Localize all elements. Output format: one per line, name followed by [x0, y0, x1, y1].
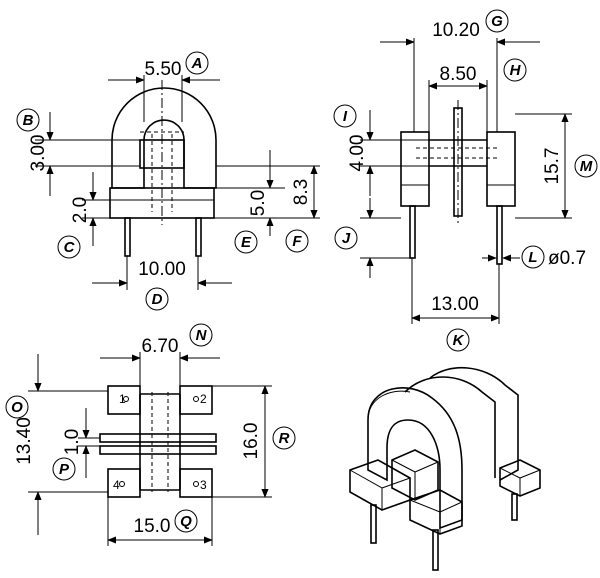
- svg-text:L: L: [528, 249, 537, 266]
- svg-text:B: B: [23, 112, 34, 129]
- label-h: H: [503, 58, 527, 82]
- dim-q-value: 15.0: [134, 516, 171, 537]
- dim-h-value: 8.50: [440, 64, 477, 85]
- label-j: J: [334, 226, 358, 250]
- svg-text:O: O: [11, 399, 23, 416]
- dim-k-value: 13.00: [431, 294, 479, 315]
- side-view: [360, 38, 572, 324]
- svg-text:F: F: [292, 233, 302, 250]
- label-k: K: [446, 328, 470, 352]
- svg-text:H: H: [510, 62, 522, 79]
- svg-text:D: D: [152, 291, 163, 308]
- dim-b-value: 3.00: [28, 135, 49, 172]
- svg-text:I: I: [343, 108, 348, 125]
- label-r: R: [272, 426, 296, 450]
- svg-text:N: N: [196, 327, 208, 344]
- svg-text:M: M: [580, 158, 593, 175]
- dim-p-value: 1.0: [62, 429, 83, 455]
- pin-3-label: 3: [200, 478, 207, 492]
- dim-g-value: 10.20: [432, 20, 480, 41]
- label-g: G: [485, 9, 509, 33]
- bottom-view: [28, 352, 272, 546]
- dim-n-value: 6.70: [142, 336, 179, 357]
- dim-d-value: 10.00: [138, 259, 186, 280]
- label-d: D: [145, 287, 169, 311]
- svg-text:P: P: [59, 461, 70, 478]
- svg-text:Q: Q: [180, 513, 192, 530]
- svg-text:E: E: [241, 234, 252, 251]
- pin-numbers: 1 2 3 4: [113, 392, 207, 492]
- label-o: O: [5, 395, 29, 419]
- label-b: B: [16, 108, 40, 132]
- label-l: L: [521, 245, 545, 269]
- svg-text:G: G: [491, 13, 503, 30]
- label-f: F: [285, 229, 309, 253]
- dim-o-value: 13.40: [14, 417, 35, 465]
- pin-2-label: 2: [200, 392, 207, 406]
- pin-4-label: 4: [113, 478, 120, 492]
- label-m: M: [574, 154, 598, 178]
- label-a: A: [185, 51, 209, 75]
- dim-a-value: 5.50: [145, 59, 182, 80]
- svg-text:C: C: [64, 239, 76, 256]
- svg-text:K: K: [453, 332, 465, 349]
- svg-text:R: R: [279, 430, 290, 447]
- dim-c-value: 2.0: [70, 197, 91, 223]
- dimension-values: 5.50 3.00 2.0 10.00 5.0 8.3 10.20 8.50 4…: [14, 20, 586, 537]
- label-n: N: [189, 323, 213, 347]
- dim-m-value: 15.7: [542, 148, 563, 185]
- dim-l-value: ø0.7: [548, 248, 586, 269]
- svg-text:A: A: [191, 55, 203, 72]
- label-q: Q: [174, 509, 198, 533]
- label-p: P: [52, 457, 76, 481]
- dim-r-value: 16.0: [241, 423, 262, 460]
- isometric-view: [349, 366, 541, 571]
- label-c: C: [57, 235, 81, 259]
- dim-e-value: 5.0: [248, 190, 269, 216]
- label-e: E: [234, 230, 258, 254]
- dim-i-value: 4.00: [347, 135, 368, 172]
- letter-labels: A B C D E F G H I J K L M N O P Q R: [5, 9, 598, 533]
- front-view: [35, 75, 320, 290]
- label-i: I: [333, 104, 357, 128]
- svg-text:J: J: [342, 230, 351, 247]
- pin-1-label: 1: [119, 392, 126, 406]
- dim-f-value: 8.3: [291, 179, 312, 205]
